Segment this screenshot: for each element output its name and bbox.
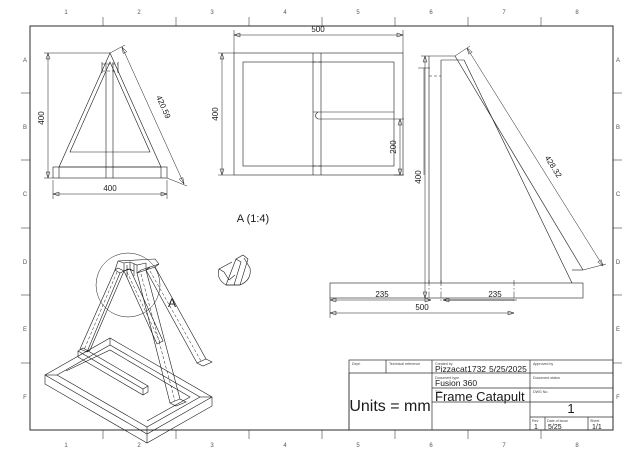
zone-bottom-8: 8	[575, 443, 579, 449]
side-elevation-view: 400 428.32 235 235	[329, 45, 607, 318]
dimension-front-width: 400	[52, 180, 168, 199]
value-created-date: 5/25/2025	[489, 364, 527, 374]
row-right-e: E	[616, 327, 620, 333]
detail-view-a: A (1:4)	[218, 213, 269, 286]
label-rev: Rev	[532, 419, 539, 423]
zone-bottom-3: 3	[210, 443, 214, 449]
dim-side-overall-text: 500	[415, 303, 429, 312]
dim-top-slot-text: 200	[389, 140, 398, 154]
dim-front-height-text: 400	[37, 111, 46, 125]
row-left-d: D	[23, 260, 28, 266]
dim-top-height-text: 400	[211, 107, 220, 121]
zone-top-8: 8	[575, 10, 579, 16]
row-left-a: A	[23, 58, 27, 64]
label-title: Title	[435, 390, 442, 394]
zone-bottom-6: 6	[429, 443, 433, 449]
dimension-top-width: 500	[233, 25, 404, 53]
detail-view-label: A (1:4)	[237, 213, 269, 225]
value-dwg-no: 1	[567, 401, 574, 416]
isometric-view: A	[44, 252, 213, 444]
border-zone-top: 1 2 3 4 5 6 7 8	[64, 10, 579, 26]
zone-top-6: 6	[429, 10, 433, 16]
label-document-type: Document type	[435, 376, 459, 380]
value-units-note: Units = mm	[349, 398, 430, 415]
row-right-d: D	[616, 260, 621, 266]
label-sheet: Sheet	[590, 419, 599, 423]
row-left-c: C	[23, 192, 28, 198]
border-rows-right: A B C D E F	[613, 58, 622, 401]
value-document-type: Fusion 360	[435, 378, 477, 388]
dim-side-left-span-text: 235	[375, 290, 389, 299]
row-right-c: C	[616, 192, 621, 198]
dim-top-width-text: 500	[311, 25, 325, 34]
zone-top-5: 5	[356, 10, 360, 16]
label-approved-by: Approved by	[533, 362, 553, 366]
dim-side-right-span-text: 235	[488, 290, 502, 299]
zone-top-2: 2	[137, 10, 141, 16]
dimension-front-height: 400	[37, 52, 110, 179]
zone-bottom-2: 2	[137, 443, 141, 449]
label-created-by: Created by	[435, 362, 453, 366]
zone-bottom-1: 1	[64, 443, 68, 449]
row-left-e: E	[23, 327, 27, 333]
top-plan-view: 500 400 200	[211, 25, 430, 176]
detail-callout-letter: A	[168, 296, 176, 310]
dimension-top-height: 400	[211, 52, 234, 176]
row-left-b: B	[23, 125, 27, 131]
value-rev: 1	[534, 424, 538, 431]
value-sheet: 1/1	[592, 424, 602, 431]
title-block: Dept. Technical reference Created by App…	[348, 359, 614, 431]
zone-bottom-7: 7	[502, 443, 506, 449]
border-zone-bottom: 1 2 3 4 5 6 7 8	[64, 430, 579, 449]
dimension-side-left-span: 235	[329, 290, 432, 303]
zone-top-1: 1	[64, 10, 68, 16]
zone-bottom-4: 4	[283, 443, 287, 449]
value-date-of-issue: 5/25	[548, 424, 562, 431]
zone-top-3: 3	[210, 10, 214, 16]
value-created-by: Pizzacat1732	[435, 364, 486, 374]
label-document-status: Document status	[533, 376, 560, 380]
dimension-side-height: 400	[414, 55, 429, 299]
row-right-b: B	[616, 125, 620, 131]
label-technical-reference: Technical reference	[389, 362, 420, 366]
label-dwg-no: DWG No.	[533, 390, 548, 394]
border-rows-left: A B C D E F	[21, 58, 30, 401]
label-dept: Dept.	[352, 362, 361, 366]
zone-top-7: 7	[502, 10, 506, 16]
dimension-top-slot: 200	[389, 118, 404, 176]
row-left-f: F	[23, 395, 27, 401]
label-date-of-issue: Date of issue	[547, 419, 568, 423]
dim-side-height-text: 400	[414, 170, 423, 184]
row-right-f: F	[616, 395, 620, 401]
zone-bottom-5: 5	[356, 443, 360, 449]
row-right-a: A	[616, 58, 620, 64]
zone-top-4: 4	[283, 10, 287, 16]
dimension-side-overall: 500	[329, 298, 515, 318]
dim-front-width-text: 400	[103, 184, 117, 193]
value-title: Frame Catapult	[435, 389, 525, 404]
